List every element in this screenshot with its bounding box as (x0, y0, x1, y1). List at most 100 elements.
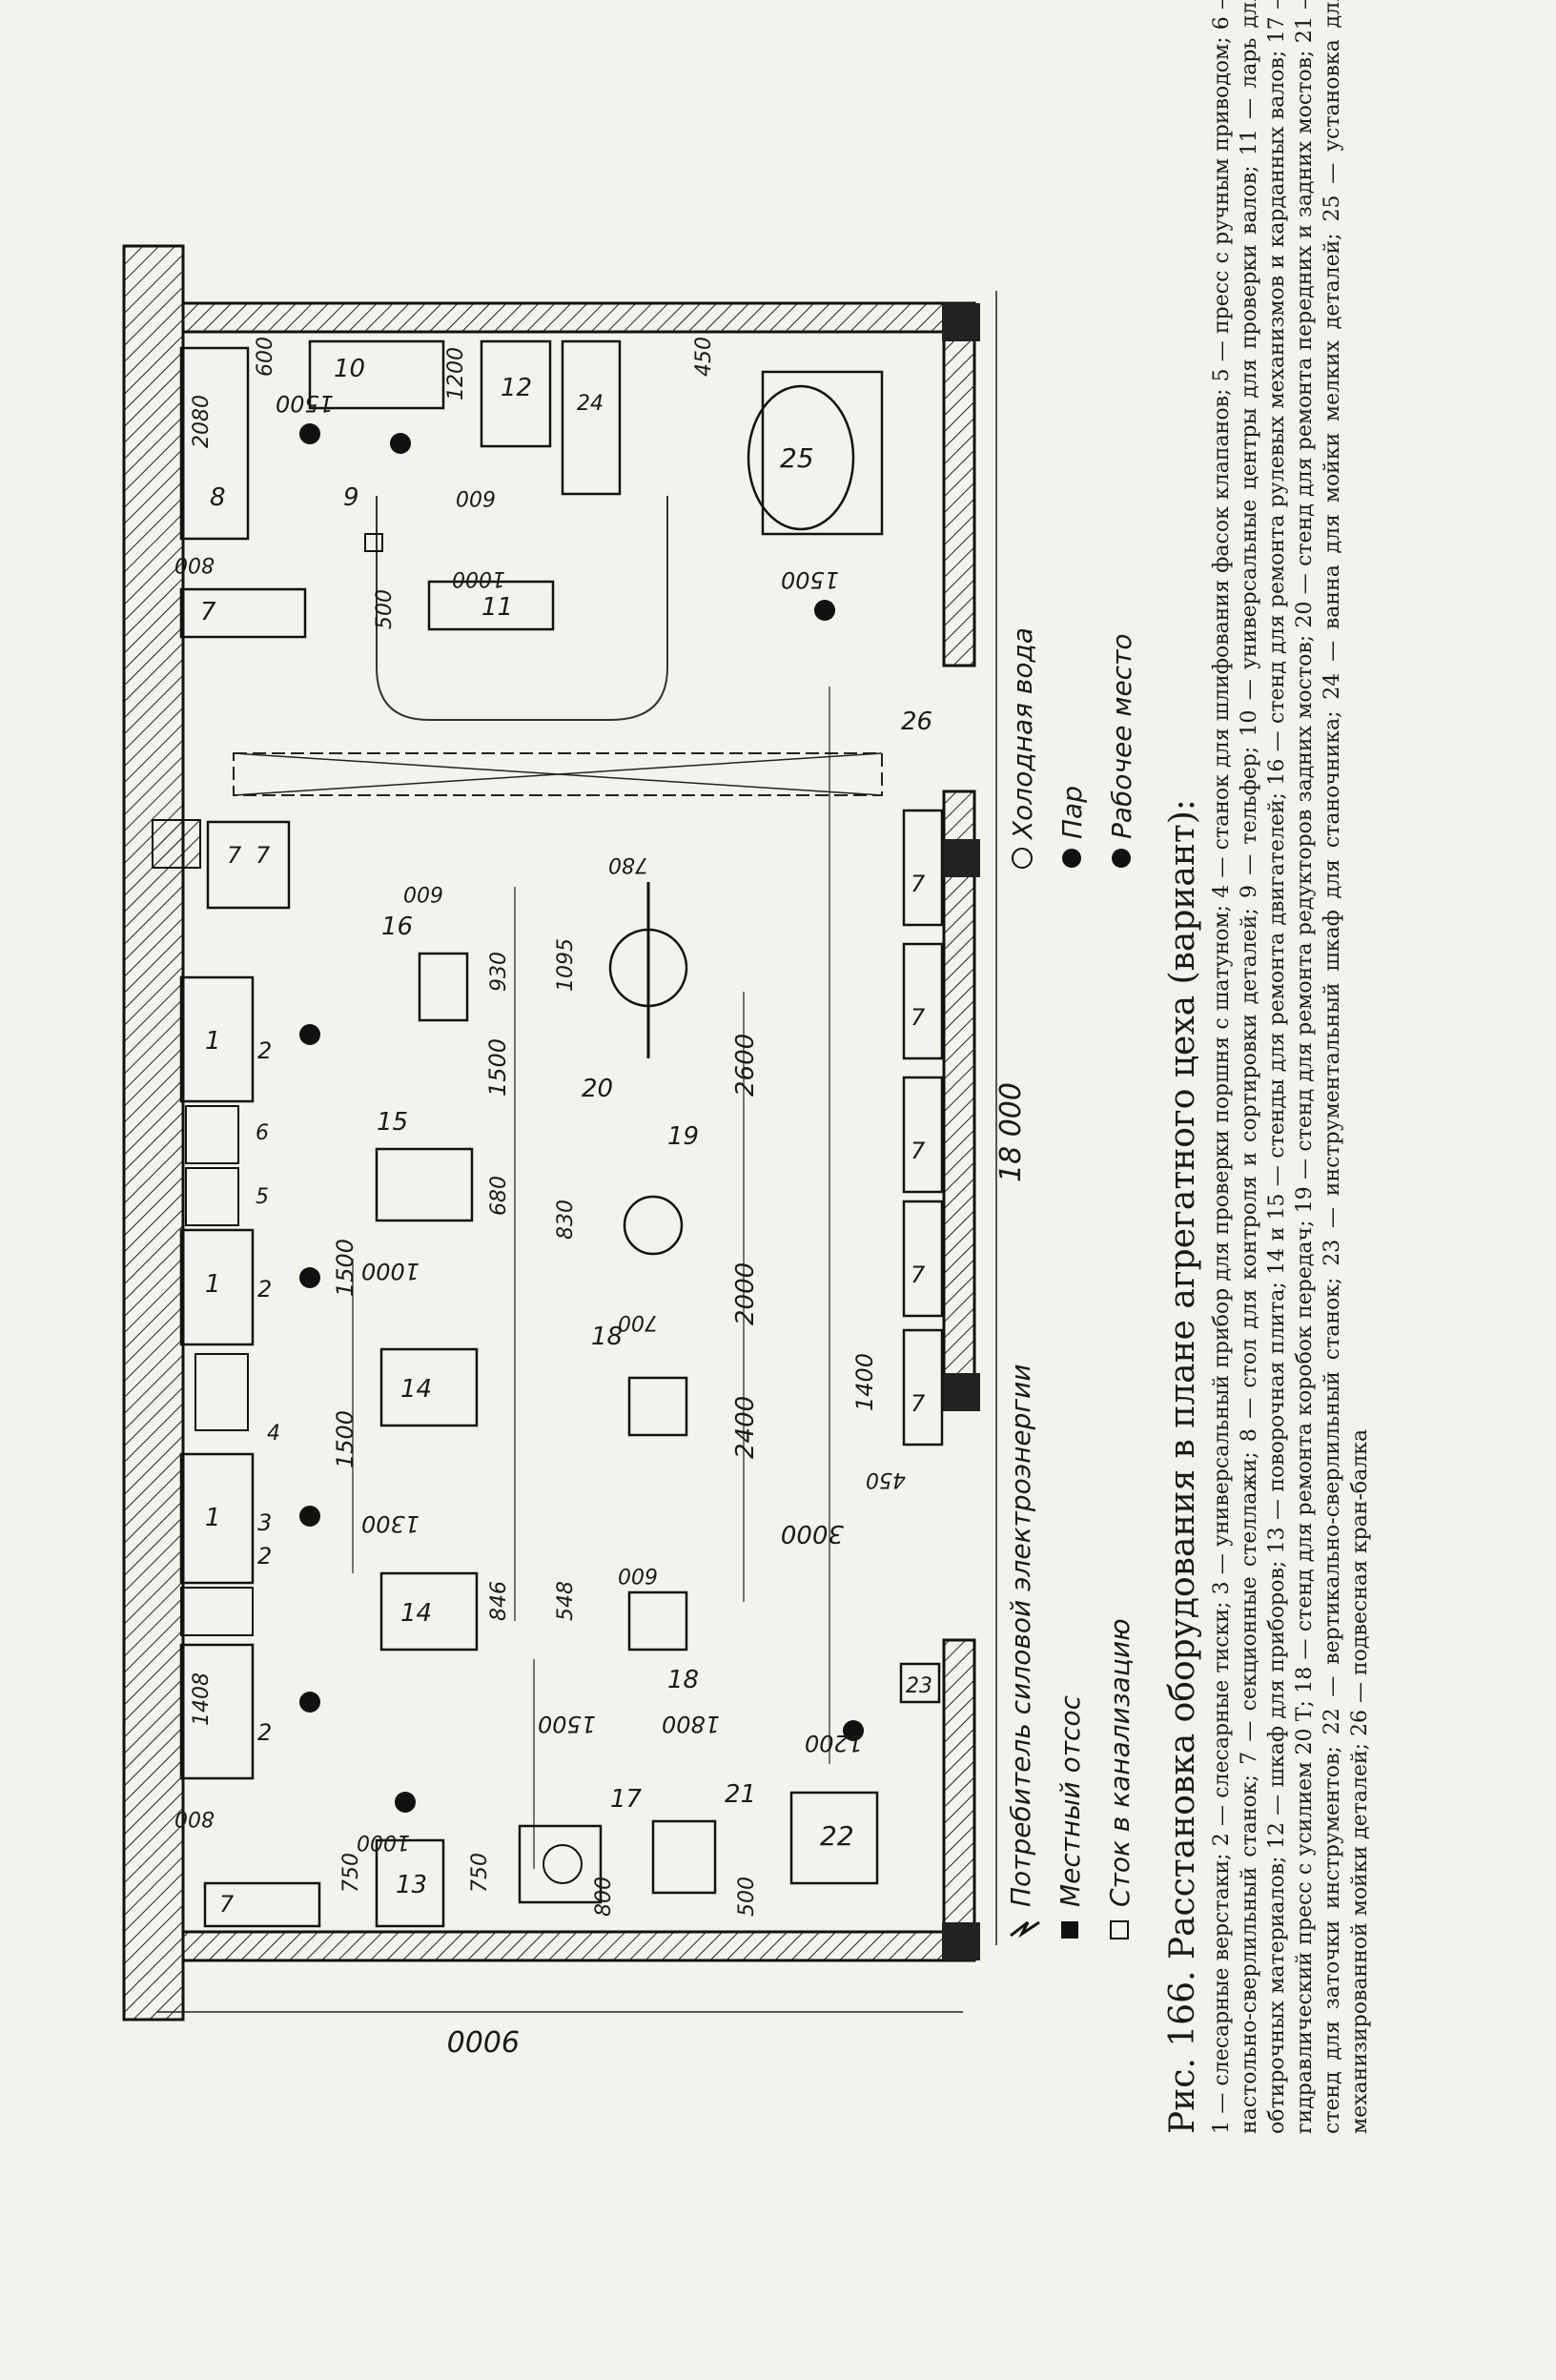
dim-600-a: 600 (254, 337, 277, 377)
dim-750-b: 750 (468, 1853, 492, 1893)
legend-steam: Пар (1056, 786, 1088, 839)
label-15: 15 (377, 1108, 408, 1137)
dim-700: 700 (618, 1310, 658, 1334)
column-4 (942, 1922, 980, 1960)
washing-zone: 8 7 10 12 24 11 9 25 (179, 339, 884, 721)
dim-800-c: 800 (592, 1877, 616, 1917)
stand-18-b (627, 1590, 688, 1652)
dim-1800: 1800 (662, 1711, 720, 1737)
column-3 (942, 1373, 980, 1411)
rack-7-r3 (902, 1076, 944, 1194)
label-7-r4: 7 (911, 1262, 926, 1288)
dim-600-d: 600 (618, 1563, 658, 1587)
label-9: 9 (343, 483, 359, 512)
label-16: 16 (381, 913, 413, 941)
column-1 (942, 303, 980, 341)
dim-length: 18 000 (994, 1082, 1028, 1182)
label-7-left-1: 7 (256, 842, 271, 869)
tool-cabinet-23 (899, 1662, 941, 1704)
press-5 (185, 1167, 239, 1226)
valve-grinder-4 (194, 1353, 249, 1431)
label-1-a: 1 (205, 1027, 221, 1056)
stand-19: 19 (623, 1122, 699, 1256)
legend-exhaust: Местный отсос (1054, 1694, 1086, 1907)
label-7-top: 7 (200, 598, 216, 626)
label-11: 11 (481, 593, 513, 622)
plate-13 (375, 1838, 445, 1928)
stand-15 (375, 1147, 474, 1222)
workplace-marker (299, 1267, 320, 1288)
crane-beam-rail (233, 752, 883, 796)
label-8: 8 (210, 483, 226, 512)
rack-7-r1 (902, 809, 944, 927)
bench-8 (179, 346, 250, 541)
bench-row: 7 7 1 2 6 5 1 2 4 1 3 2 2 7 13 (179, 820, 445, 1928)
dim-500-a: 500 (373, 589, 397, 629)
dim-1500-c: 1500 (484, 1038, 511, 1097)
label-13: 13 (396, 1871, 427, 1899)
legend-workplace: Рабочее место (1106, 633, 1137, 839)
workplace-marker (299, 423, 320, 444)
washing-zone-outline (376, 496, 668, 721)
label-7-left-2: 7 (227, 842, 242, 869)
caption-title: Рис. 166. Расстановка оборудования в пла… (1163, 799, 1202, 2134)
dim-800-b: 800 (174, 1806, 215, 1830)
workplace-icon (1112, 849, 1131, 868)
dim-780: 780 (608, 852, 648, 876)
rack-7-r4 (902, 1200, 944, 1318)
steam-icon (1062, 849, 1081, 868)
workbench-1-a (179, 975, 255, 1103)
label-12: 12 (501, 374, 532, 402)
column-2 (942, 839, 980, 877)
workplace-marker (814, 600, 835, 621)
column-5 (152, 819, 201, 869)
label-21: 21 (725, 1780, 756, 1809)
label-18-b: 18 (667, 1666, 699, 1694)
crane-beam-diagonal-2 (233, 752, 883, 796)
label-7-r1: 7 (911, 871, 926, 897)
press-17-frame (518, 1824, 603, 1904)
washer-25-body (761, 370, 884, 536)
label-17: 17 (610, 1785, 643, 1814)
label-23: 23 (906, 1674, 932, 1698)
workplace-marker (843, 1720, 864, 1741)
dim-width: 9000 (447, 2023, 520, 2057)
label-26: 26 (901, 708, 932, 736)
dim-1000-c: 1000 (357, 1830, 410, 1854)
stand-14-a (379, 1347, 479, 1427)
wall-bottom (181, 1930, 976, 1962)
workplace-markers (299, 423, 864, 1813)
hoist-9: 9 (343, 483, 383, 552)
label-2-c: 2 (257, 1543, 272, 1570)
centers-10 (308, 339, 445, 410)
dim-2400: 2400 (731, 1396, 760, 1459)
stand-18-a (627, 1376, 688, 1437)
workplace-marker (299, 1692, 320, 1713)
stands: 14 14 15 14 16 20 19 18 18 17 21 22 2 3 (375, 882, 879, 1904)
workplace-marker (299, 1506, 320, 1527)
label-3-a: 3 (257, 1509, 272, 1536)
label-25: 25 (780, 442, 814, 474)
figure-caption: Рис. 166. Расстановка оборудования в пла… (1163, 0, 1449, 2134)
dim-1200-b: 1200 (444, 347, 468, 400)
label-7-r3: 7 (911, 1138, 926, 1164)
drain-icon (1110, 1920, 1129, 1939)
label-2-a: 2 (257, 1037, 272, 1064)
washer-25: 25 (747, 370, 884, 536)
rack-7-r2 (902, 942, 944, 1060)
dim-830: 830 (554, 1200, 578, 1240)
racks-right: 7 7 7 7 7 7 23 (899, 809, 944, 1704)
dim-600-b: 600 (456, 485, 496, 509)
press-17: 17 (518, 1785, 643, 1904)
rack-7-left-1 (206, 820, 291, 910)
control-table-1408 (179, 1643, 255, 1780)
dim-548: 548 (554, 1581, 578, 1621)
dim-1300: 1300 (361, 1510, 420, 1537)
dim-1500-d: 1500 (276, 390, 334, 417)
wall-left (122, 244, 185, 2021)
dim-450-a: 450 (692, 337, 716, 377)
label-19: 19 (667, 1122, 699, 1151)
dim-2600: 2600 (731, 1034, 760, 1097)
